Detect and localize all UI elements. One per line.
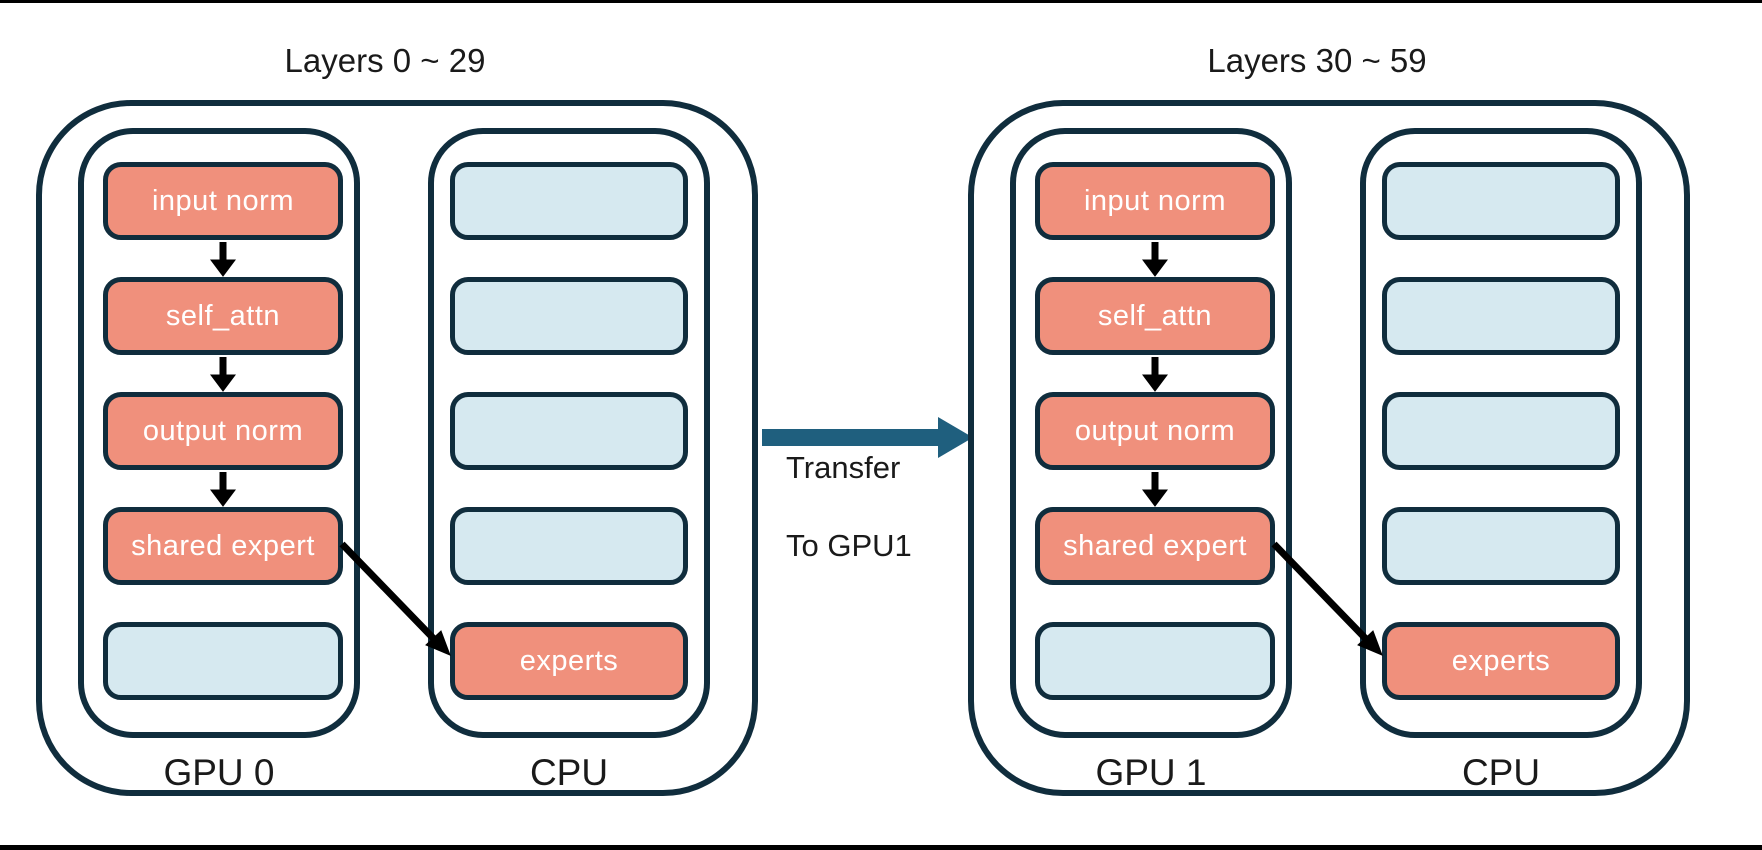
cpu-label: CPU <box>1461 752 1541 793</box>
experts-box: experts <box>1382 622 1620 700</box>
input-norm-box: input norm <box>103 162 343 240</box>
transfer-label-line1: Transfer <box>786 450 901 485</box>
empty-slot-box <box>450 277 688 355</box>
gpu-label: GPU 1 <box>1095 752 1207 793</box>
empty-slot-box <box>450 392 688 470</box>
transfer-arrow-icon <box>762 417 973 458</box>
empty-slot-box <box>103 622 343 700</box>
empty-slot-box <box>1382 392 1620 470</box>
self-attn-box: self_attn <box>103 277 343 355</box>
input-norm-box: input norm <box>1035 162 1275 240</box>
shared-expert-box: shared expert <box>1035 507 1275 585</box>
group-title: Layers 0 ~ 29 <box>284 42 486 79</box>
gpu-label: GPU 0 <box>163 752 275 793</box>
screen-edge-bottom <box>0 845 1762 850</box>
empty-slot-box <box>1382 507 1620 585</box>
cpu-label: CPU <box>529 752 609 793</box>
empty-slot-box <box>450 507 688 585</box>
transfer-label: Transfer To GPU1 <box>786 448 986 565</box>
empty-slot-box <box>1382 162 1620 240</box>
empty-slot-box <box>450 162 688 240</box>
group-title: Layers 30 ~ 59 <box>1207 42 1427 79</box>
experts-box: experts <box>450 622 688 700</box>
output-norm-box: output norm <box>1035 392 1275 470</box>
transfer-label-line2: To GPU1 <box>786 528 912 563</box>
empty-slot-box <box>1035 622 1275 700</box>
empty-slot-box <box>1382 277 1620 355</box>
shared-expert-box: shared expert <box>103 507 343 585</box>
output-norm-box: output norm <box>103 392 343 470</box>
screen-edge-top <box>0 0 1762 3</box>
self-attn-box: self_attn <box>1035 277 1275 355</box>
